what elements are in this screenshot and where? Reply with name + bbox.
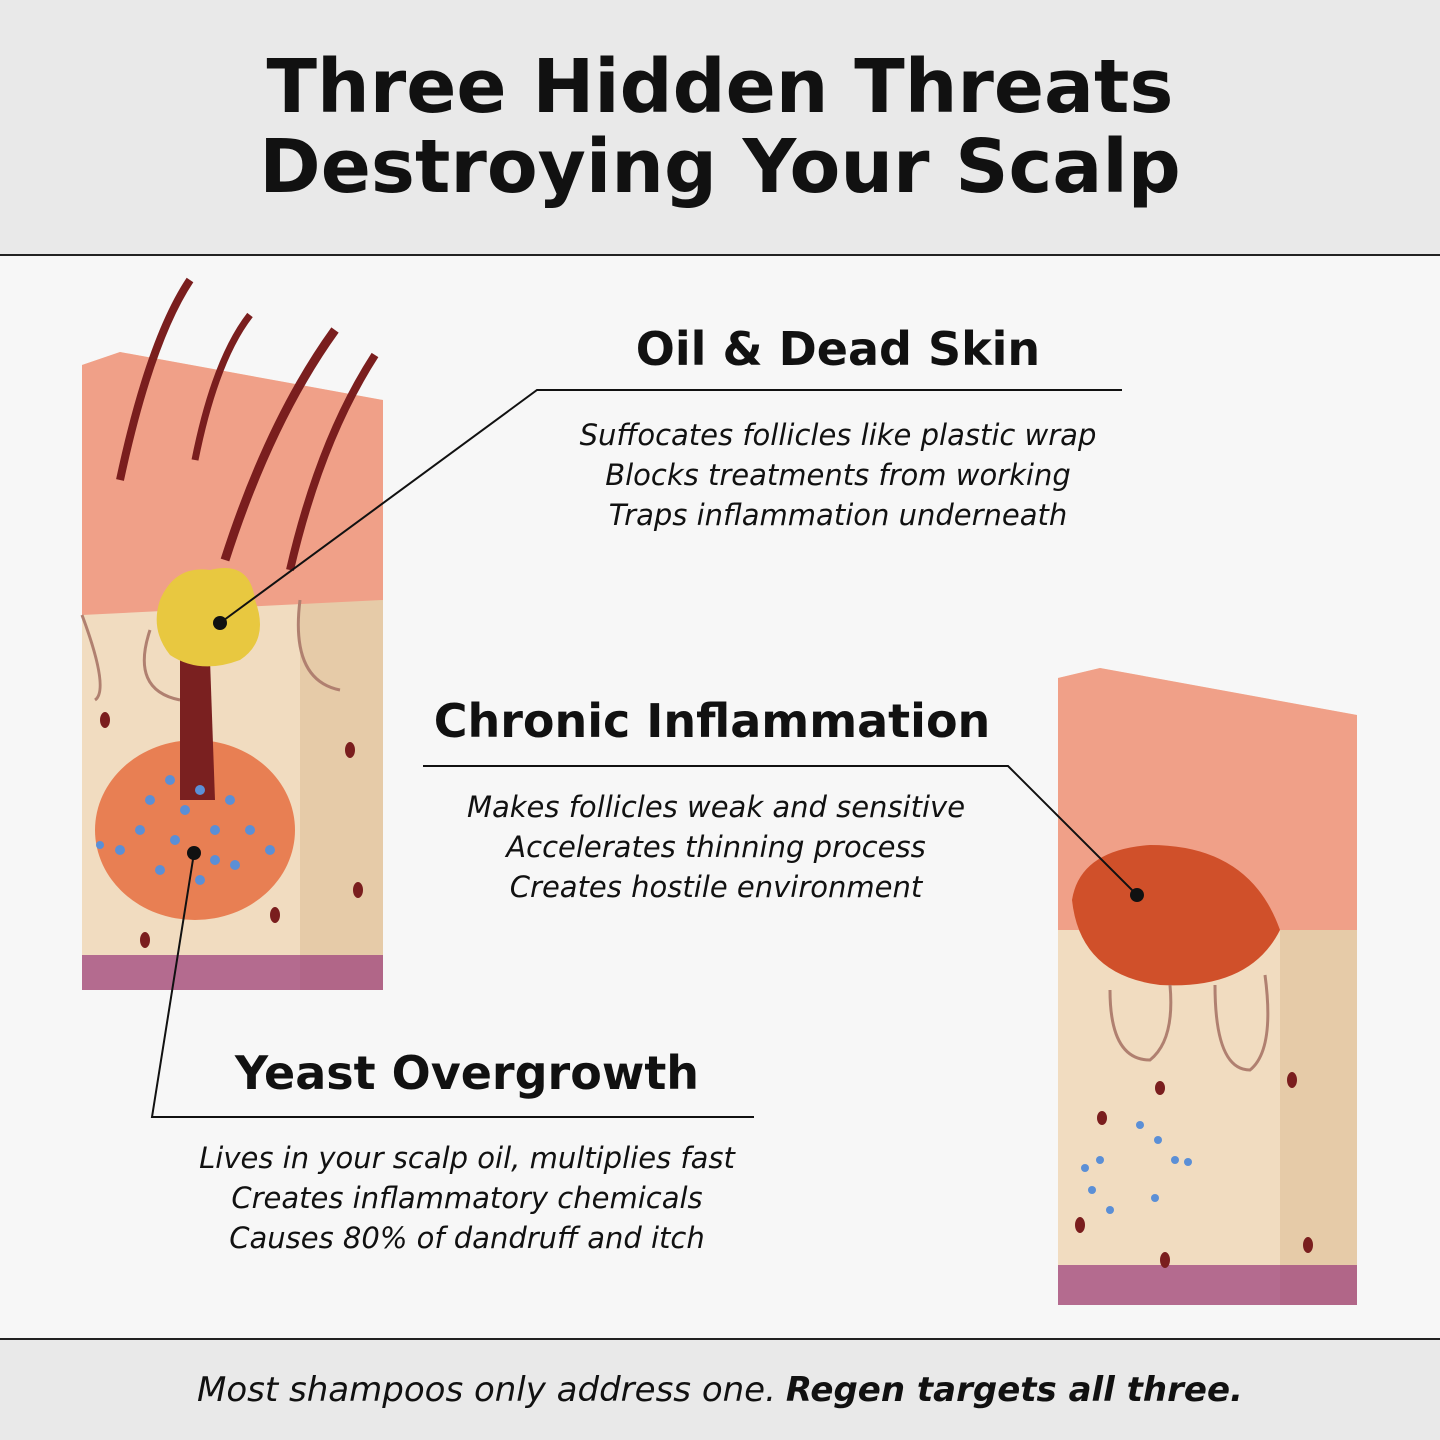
threat-points-inflammation: Makes follicles weak and sensitive Accel…: [416, 787, 1016, 907]
threat-point: Lives in your scalp oil, multiplies fast: [199, 1141, 735, 1175]
threat-point: Causes 80% of dandruff and itch: [229, 1221, 705, 1255]
marker-dot-oil: [213, 616, 227, 630]
footer-emphasis: Regen targets all three.: [785, 1370, 1243, 1410]
threat-point: Suffocates follicles like plastic wrap: [579, 418, 1097, 452]
footer-text: Most shampoos only address one.: [197, 1370, 776, 1410]
footer-band: Most shampoos only address one. Regen ta…: [0, 1338, 1440, 1440]
threat-title-yeast: Yeast Overgrowth: [234, 1046, 700, 1100]
threat-point: Makes follicles weak and sensitive: [466, 790, 966, 824]
yeast-cluster: [96, 775, 275, 885]
marker-dot-yeast: [187, 846, 201, 860]
leader-line-yeast: [150, 852, 754, 1118]
threat-points-yeast: Lives in your scalp oil, multiplies fast…: [167, 1138, 767, 1258]
header-band: Three Hidden Threats Destroying Your Sca…: [0, 0, 1440, 256]
threat-title-oil: Oil & Dead Skin: [635, 322, 1041, 376]
threat-point: Creates hostile environment: [509, 870, 923, 904]
skin-cross-section-left: [80, 277, 383, 990]
title-line-2: Destroying Your Scalp: [259, 124, 1181, 210]
marker-dot-inflammation: [1130, 888, 1144, 902]
sebum-plug: [156, 568, 260, 667]
title-line-1: Three Hidden Threats: [266, 44, 1174, 130]
threat-point: Creates inflammatory chemicals: [231, 1181, 703, 1215]
threat-points-oil: Suffocates follicles like plastic wrap B…: [538, 415, 1138, 535]
threat-point: Traps inflammation underneath: [608, 498, 1068, 532]
leader-line-oil: [219, 389, 1122, 624]
threat-title-inflammation: Chronic Inflammation: [433, 694, 991, 748]
page-title: Three Hidden Threats Destroying Your Sca…: [259, 47, 1180, 207]
leader-line-inflammation: [423, 765, 1138, 896]
threat-point: Accelerates thinning process: [506, 830, 926, 864]
threat-point: Blocks treatments from working: [605, 458, 1071, 492]
skin-cross-section-right: [1058, 668, 1357, 1305]
inflamed-patch: [1072, 845, 1280, 986]
